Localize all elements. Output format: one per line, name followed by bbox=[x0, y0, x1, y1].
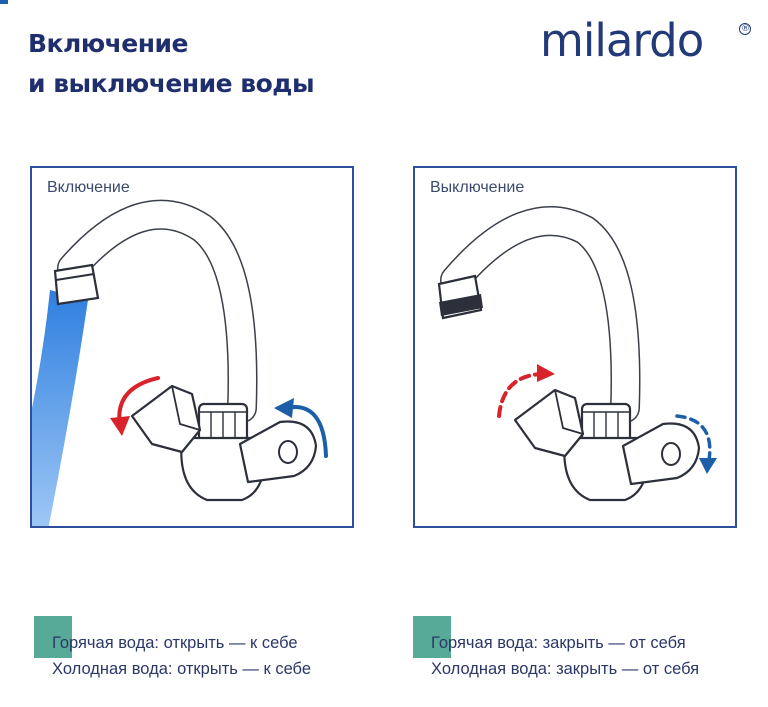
cold-water-on-text: Холодная вода: открыть — к себе bbox=[52, 660, 311, 678]
cold-handle bbox=[621, 422, 701, 486]
brand-name: milardo bbox=[540, 14, 704, 67]
panel-turn-on: Включение bbox=[30, 166, 354, 528]
title-line-2: и выключение воды bbox=[28, 69, 315, 98]
corner-mark bbox=[0, 0, 8, 4]
panel-label-turn-off: Выключение bbox=[430, 179, 525, 196]
hot-handle bbox=[130, 384, 202, 454]
panel-turn-off: Выключение bbox=[413, 166, 737, 528]
faucet-on-illustration bbox=[32, 199, 328, 526]
hot-water-off-text: Горячая вода: закрыть — от себя bbox=[431, 634, 686, 652]
accent-marker-right bbox=[413, 616, 451, 658]
registered-mark: ® bbox=[739, 23, 751, 35]
hot-water-on-text: Горячая вода: открыть — к себе bbox=[52, 634, 298, 652]
instructions-turn-off: Горячая вода: закрыть — от себя Холодная… bbox=[431, 630, 699, 682]
water-stream bbox=[32, 290, 88, 526]
accent-marker-left bbox=[34, 616, 72, 658]
page-title: Включение и выключение воды bbox=[28, 24, 315, 104]
faucet-off-illustration bbox=[437, 206, 717, 502]
aerator bbox=[53, 263, 100, 306]
cold-water-off-text: Холодная вода: закрыть — от себя bbox=[431, 660, 700, 678]
panel-label-turn-on: Включение bbox=[47, 179, 130, 196]
cold-handle bbox=[238, 420, 318, 484]
cold-open-arrow bbox=[284, 405, 328, 458]
hot-handle bbox=[513, 388, 585, 458]
brand-logo: milardo ® bbox=[538, 10, 751, 72]
hot-close-arrow bbox=[497, 372, 543, 418]
spout-fill bbox=[58, 201, 256, 422]
title-line-1: Включение bbox=[28, 29, 189, 58]
instructions-turn-on: Горячая вода: открыть — к себе Холодная … bbox=[52, 630, 311, 682]
spout-fill bbox=[441, 207, 639, 422]
cold-close-arrow bbox=[675, 414, 712, 462]
